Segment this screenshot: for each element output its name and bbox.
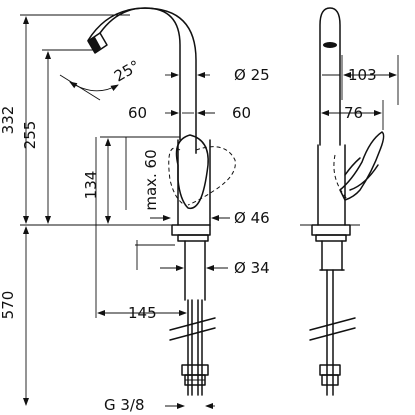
dim-g38: G 3/8 (104, 396, 215, 414)
dim-570: 570 (0, 226, 29, 406)
dim-134-label: 134 (82, 171, 100, 200)
dim-145-label: 145 (128, 304, 157, 322)
front-view: 332 255 570 134 max. 60 25° (0, 7, 270, 414)
dim-angle-25: 25° (59, 57, 143, 101)
dim-dia-46-label: Ø 46 (234, 209, 270, 227)
dim-lever-60-60: 60 60 (128, 100, 251, 130)
dim-332: 332 (0, 16, 29, 224)
dim-103-label: 103 (348, 66, 377, 84)
dim-dia-34: Ø 34 (160, 259, 270, 277)
dim-angle-label: 25° (111, 57, 143, 86)
dim-332-label: 332 (0, 106, 17, 135)
dim-145: 145 (95, 137, 187, 322)
dim-dia-34-label: Ø 34 (234, 259, 270, 277)
faucet-body (171, 139, 211, 242)
dim-lever-left-label: 60 (128, 104, 147, 122)
dim-76: 76 (319, 95, 384, 130)
dim-255: 255 (21, 51, 51, 224)
lever (168, 134, 236, 210)
shank (135, 240, 206, 301)
dim-570-label: 570 (0, 291, 17, 320)
dim-g38-label: G 3/8 (104, 396, 145, 414)
dim-103: 103 (322, 55, 399, 105)
dim-255-label: 255 (21, 121, 39, 150)
dim-134: 134 (82, 138, 111, 224)
spout (87, 7, 197, 154)
dim-max60-label: max. 60 (142, 149, 160, 210)
hoses (169, 299, 216, 396)
dim-dia-25: Ø 25 (165, 66, 270, 84)
dim-max60: max. 60 (125, 137, 160, 211)
dim-dia-25-label: Ø 25 (234, 66, 270, 84)
dim-dia-46: Ø 46 (150, 209, 270, 227)
dim-76-label: 76 (344, 104, 363, 122)
dim-lever-right-label: 60 (232, 104, 251, 122)
side-view: 103 76 (300, 7, 399, 396)
